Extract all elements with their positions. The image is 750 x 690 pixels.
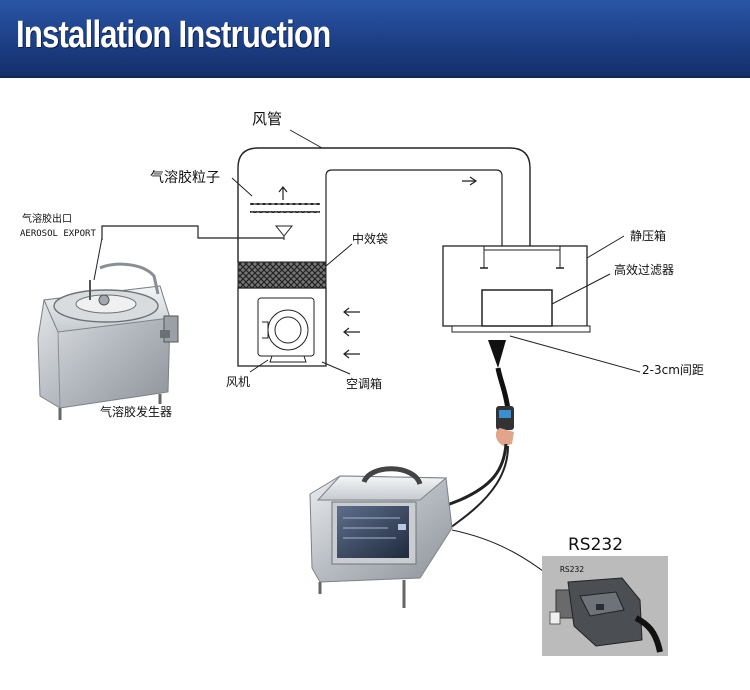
label-air-duct: 风管 <box>252 110 282 128</box>
label-generator: 气溶胶发生器 <box>100 404 172 419</box>
label-fan: 风机 <box>226 375 250 389</box>
label-aerosol-particles: 气溶胶粒子 <box>150 169 220 186</box>
aerosol-generator-icon <box>37 262 179 420</box>
label-rs232-small: RS232 <box>560 565 584 574</box>
medium-efficiency-bag <box>237 261 327 289</box>
label-aerosol-outlet-cn: 气溶胶出口 <box>22 212 72 225</box>
label-ahu: 空调箱 <box>346 376 382 391</box>
fan-icon <box>257 297 315 363</box>
hepa-filter <box>481 289 553 327</box>
label-hepa-filter: 高效过滤器 <box>614 262 674 277</box>
air-intake-arrows <box>343 307 360 359</box>
rs232-connector-icon: RS232 <box>542 556 668 656</box>
header-banner: Installation Instruction <box>0 0 750 78</box>
particle-counter-icon <box>309 466 453 608</box>
air-duct <box>237 147 531 262</box>
page-title: Installation Instruction <box>16 14 331 56</box>
label-gap: 2-3cm间距 <box>642 363 704 377</box>
label-static-box: 静压箱 <box>630 228 666 243</box>
label-medium-bag: 中效袋 <box>352 231 388 246</box>
installation-diagram: 风管 气溶胶粒子 中效袋 风机 空调箱 静压箱 高效过滤器 2-3cm <box>20 110 704 656</box>
ahu-box <box>237 287 327 367</box>
label-aerosol-outlet-en: AEROSOL EXPORT <box>20 229 96 239</box>
label-rs232: RS232 <box>568 535 623 555</box>
aerosol-particles <box>250 203 320 213</box>
